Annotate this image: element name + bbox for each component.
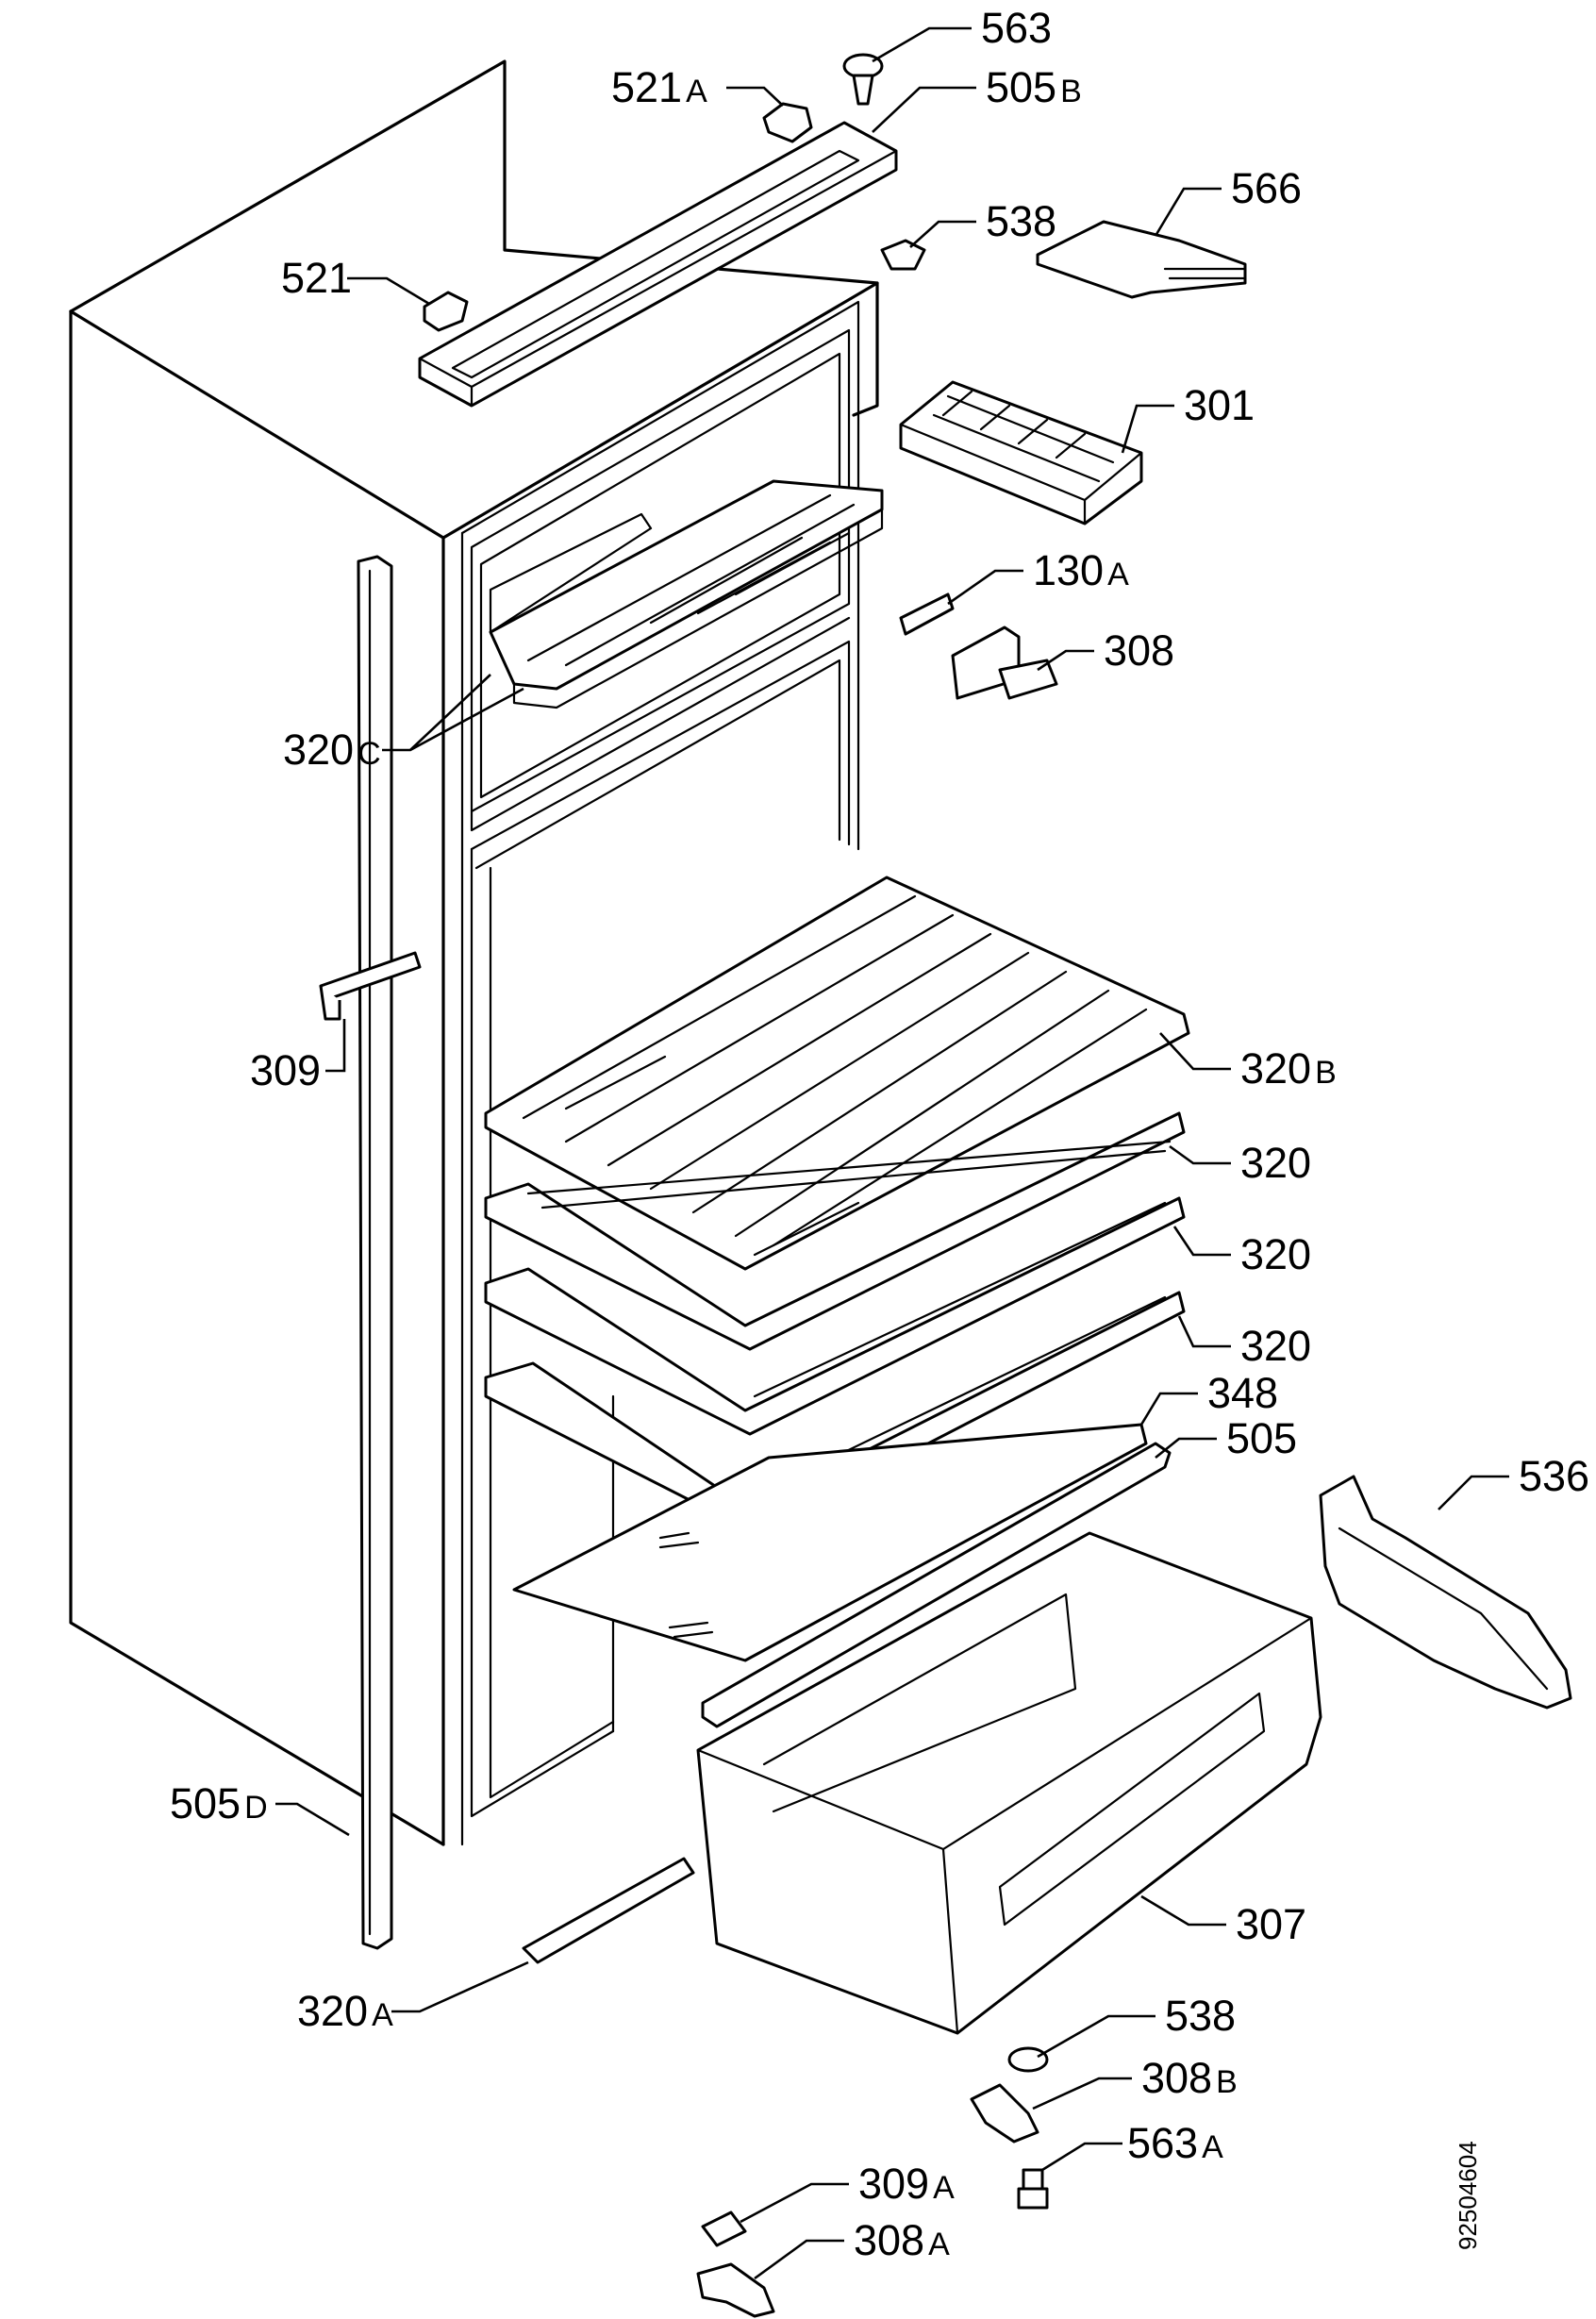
hinge-308 — [951, 626, 1058, 700]
label-538-bottom: 538 — [1165, 1992, 1236, 2040]
top-strip-505b — [418, 121, 898, 408]
door-gasket-505d — [357, 555, 393, 1950]
pin-538-bottom — [1007, 2046, 1049, 2073]
label-563: 563 — [981, 4, 1052, 52]
label-320-1: 320 — [1240, 1139, 1311, 1187]
screw-563a — [1017, 2168, 1049, 2210]
label-566: 566 — [1231, 164, 1302, 212]
screw-563 — [842, 53, 884, 106]
label-320-3: 320 — [1240, 1322, 1311, 1370]
wire-shelves — [484, 876, 1190, 1728]
document-id: 92504604 — [1454, 2141, 1482, 2250]
hinge-308a — [696, 2262, 775, 2318]
crisper-drawer-307 — [696, 1531, 1322, 2035]
ice-scraper-566 — [1036, 220, 1247, 299]
hinge-308b — [970, 2083, 1039, 2144]
rail-320a — [522, 1857, 695, 1964]
label-307: 307 — [1236, 1900, 1306, 1948]
label-521: 521 — [281, 254, 352, 302]
label-309: 309 — [250, 1046, 321, 1094]
handle-309 — [319, 951, 422, 1021]
label-308: 308 — [1104, 626, 1174, 675]
leader-lines — [275, 26, 1509, 2280]
label-536: 536 — [1519, 1452, 1589, 1500]
block-309a — [701, 2211, 747, 2247]
clip-130a — [899, 592, 955, 636]
cap-521a — [762, 102, 813, 143]
label-538-top: 538 — [986, 197, 1056, 245]
pin-538-top — [880, 239, 926, 271]
label-320-2: 320 — [1240, 1230, 1311, 1278]
label-505: 505 — [1226, 1414, 1297, 1462]
door-shelf-536 — [1319, 1475, 1572, 1710]
cap-521 — [423, 291, 469, 332]
label-301: 301 — [1184, 381, 1255, 429]
label-348: 348 — [1207, 1369, 1278, 1417]
ice-tray-301 — [899, 380, 1143, 526]
